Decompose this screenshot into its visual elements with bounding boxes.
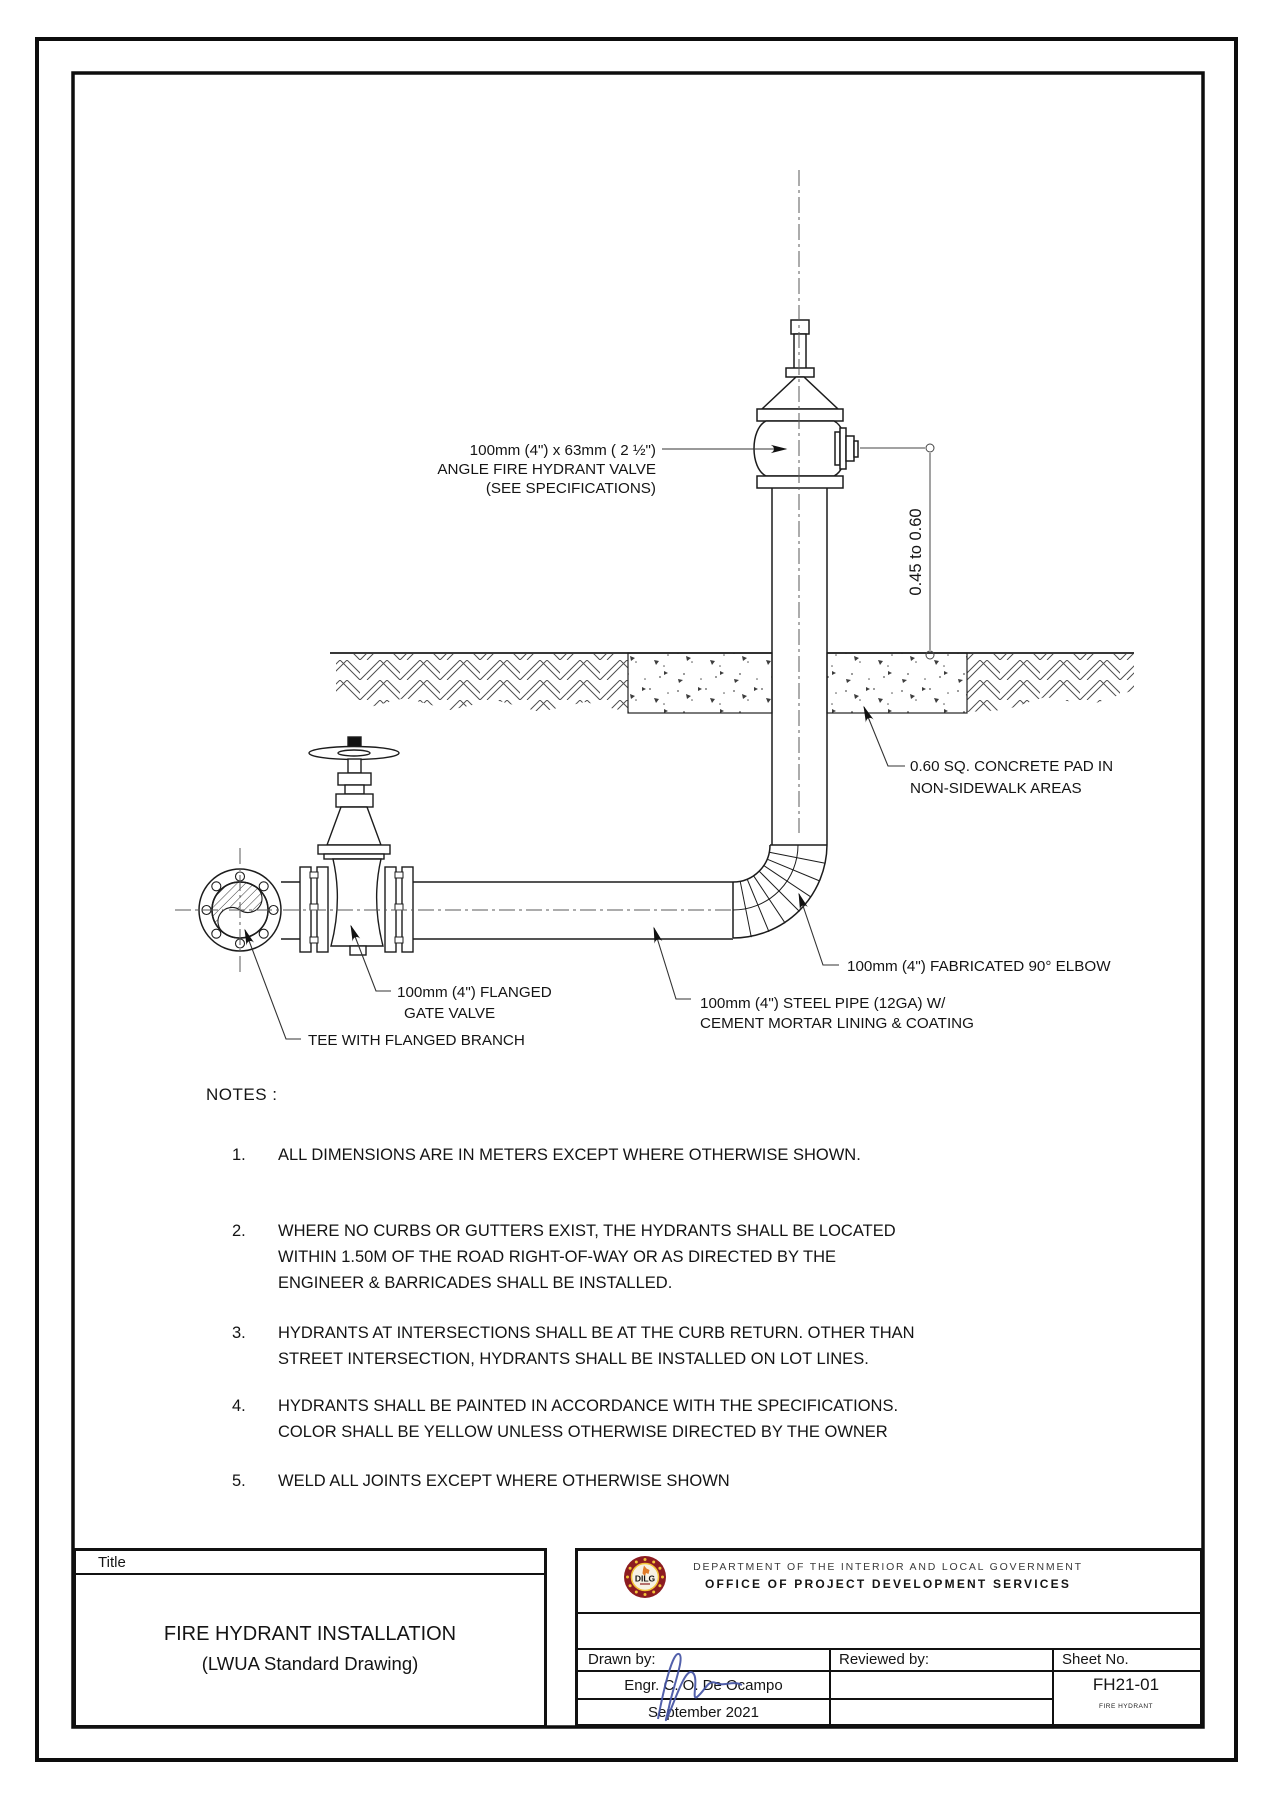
divider	[578, 1670, 1200, 1672]
hydrant-outlet-cap	[845, 435, 855, 462]
note-line: WHERE NO CURBS OR GUTTERS EXIST, THE HYD…	[278, 1222, 896, 1240]
logo-text: DILG	[635, 1574, 656, 1584]
valve-gland	[337, 772, 372, 786]
leader-lines	[244, 444, 905, 1040]
valve-handwheel-hub	[337, 749, 371, 757]
note-line: HYDRANTS AT INTERSECTIONS SHALL BE AT TH…	[278, 1324, 915, 1342]
ground-earth-hatch	[336, 654, 1134, 712]
fire-hydrant	[753, 319, 859, 845]
divider	[829, 1648, 831, 1724]
agency-name: DEPARTMENT OF THE INTERIOR AND LOCAL GOV…	[693, 1561, 1083, 1573]
hydrant-top-flange	[756, 408, 844, 422]
note-item-2: 2. WHERE NO CURBS OR GUTTERS EXIST, THE …	[232, 1218, 896, 1296]
divider	[578, 1612, 1200, 1614]
drawn-date: September 2021	[648, 1704, 759, 1721]
note-line: COLOR SHALL BE YELLOW UNLESS OTHERWISE D…	[278, 1423, 888, 1441]
outer-page-border	[35, 37, 1238, 1762]
title-block-left: Title FIRE HYDRANT INSTALLATION (LWUA St…	[73, 1548, 547, 1728]
valve-yoke-collar	[335, 793, 374, 808]
drawn-by-label: Drawn by:	[588, 1651, 656, 1668]
label-tee: TEE WITH FLANGED BRANCH	[308, 1032, 525, 1049]
agency-header: DEPARTMENT OF THE INTERIOR AND LOCAL GOV…	[668, 1561, 1108, 1591]
leader-concrete-pad	[863, 705, 905, 767]
logo-ring-dots	[626, 1558, 664, 1596]
note-line: WITHIN 1.50M OF THE ROAD RIGHT-OF-WAY OR…	[278, 1248, 837, 1266]
steel-pipe	[281, 881, 733, 940]
sheet-number: FH21-01	[1092, 1675, 1160, 1694]
valve-bonnet	[325, 806, 383, 846]
valve-gland-neck	[344, 784, 365, 795]
hydrant-stem	[793, 333, 807, 371]
sheet-no-label: Sheet No.	[1062, 1651, 1129, 1668]
divider	[578, 1698, 1052, 1700]
signature	[657, 1652, 743, 1721]
valve-body	[330, 858, 384, 947]
dilg-logo: DILG	[624, 1556, 666, 1598]
concrete-pad	[627, 652, 968, 714]
dimension-depth	[860, 443, 935, 660]
drawing-subtitle: (LWUA Standard Drawing)	[201, 1653, 419, 1674]
leader-tee	[244, 928, 301, 1040]
label-angle-valve-line3: (SEE SPECIFICATIONS)	[486, 480, 656, 497]
note-item-3: 3. HYDRANTS AT INTERSECTIONS SHALL BE AT…	[232, 1320, 915, 1372]
title-block-right: DILG DEPARTMENT OF THE INTERIOR AND LOCA…	[575, 1548, 1203, 1727]
label-elbow: 100mm (4") FABRICATED 90° ELBOW	[847, 958, 1111, 975]
hydrant-operating-nut	[790, 319, 810, 335]
note-number: 2.	[232, 1222, 246, 1240]
label-angle-valve-line1: 100mm (4") x 63mm ( 2 ½")	[470, 442, 656, 459]
flange-bolts	[309, 871, 404, 944]
valve-stem	[347, 758, 362, 774]
valve-drain-boss	[349, 945, 367, 956]
leader-gate-valve	[350, 924, 391, 992]
label-steel-pipe-line1: 100mm (4") STEEL PIPE (12GA) W/	[700, 995, 946, 1012]
hydrant-outlet-plate	[839, 427, 847, 470]
hydrant-bonnet-cone	[760, 376, 840, 410]
dimension-text: 0.45 to 0.60	[907, 508, 925, 595]
divider	[1052, 1648, 1054, 1724]
note-line: STREET INTERSECTION, HYDRANTS SHALL BE I…	[278, 1350, 869, 1368]
label-concrete-pad-line1: 0.60 SQ. CONCRETE PAD IN	[910, 758, 1113, 775]
valve-bonnet-gasket	[323, 853, 385, 860]
note-number: 1.	[232, 1146, 246, 1164]
divider	[578, 1648, 1200, 1650]
note-line: ENGINEER & BARRICADES SHALL BE INSTALLED…	[278, 1274, 673, 1292]
gate-valve	[299, 736, 414, 956]
agency-office: OFFICE OF PROJECT DEVELOPMENT SERVICES	[704, 1577, 1072, 1591]
note-item-4: 4. HYDRANTS SHALL BE PAINTED IN ACCORDAN…	[232, 1393, 898, 1445]
leader-elbow	[798, 892, 839, 966]
note-line: ALL DIMENSIONS ARE IN METERS EXCEPT WHER…	[278, 1146, 861, 1164]
drawing-title: FIRE HYDRANT INSTALLATION	[163, 1623, 457, 1645]
leader-steel-pipe	[653, 926, 691, 1000]
note-line: HYDRANTS SHALL BE PAINTED IN ACCORDANCE …	[278, 1397, 899, 1415]
valve-bonnet-flange	[317, 844, 391, 855]
note-number: 3.	[232, 1324, 246, 1342]
label-steel-pipe-line2: CEMENT MORTAR LINING & COATING	[700, 1015, 974, 1032]
note-item-5: 5. WELD ALL JOINTS EXCEPT WHERE OTHERWIS…	[232, 1468, 730, 1494]
label-gate-valve-line2: GATE VALVE	[404, 1005, 495, 1022]
hydrant-outlet-nub	[853, 440, 859, 458]
note-number: 5.	[232, 1472, 246, 1490]
valve-stem-nut	[347, 736, 362, 748]
centerlines	[175, 170, 800, 975]
label-angle-valve-line2: ANGLE FIRE HYDRANT VALVE	[437, 461, 656, 478]
logo-map	[642, 1565, 650, 1576]
hydrant-stem-collar	[785, 367, 815, 378]
reviewed-by-label: Reviewed by:	[839, 1651, 930, 1668]
inner-drawing-border	[71, 71, 1205, 1729]
label-concrete-pad-line2: NON-SIDEWALK AREAS	[910, 780, 1082, 797]
fabricated-elbow	[732, 844, 828, 939]
title-label: Title	[76, 1551, 544, 1575]
sheet-name: FIRE HYDRANT	[1098, 1703, 1154, 1710]
label-gate-valve-line1: 100mm (4") FLANGED	[397, 984, 552, 1001]
notes-heading: NOTES :	[206, 1085, 278, 1104]
note-number: 4.	[232, 1397, 246, 1415]
hydrant-bottom-flange	[756, 475, 844, 489]
note-line: WELD ALL JOINTS EXCEPT WHERE OTHERWISE S…	[278, 1472, 730, 1490]
note-item-1: 1. ALL DIMENSIONS ARE IN METERS EXCEPT W…	[232, 1142, 861, 1168]
